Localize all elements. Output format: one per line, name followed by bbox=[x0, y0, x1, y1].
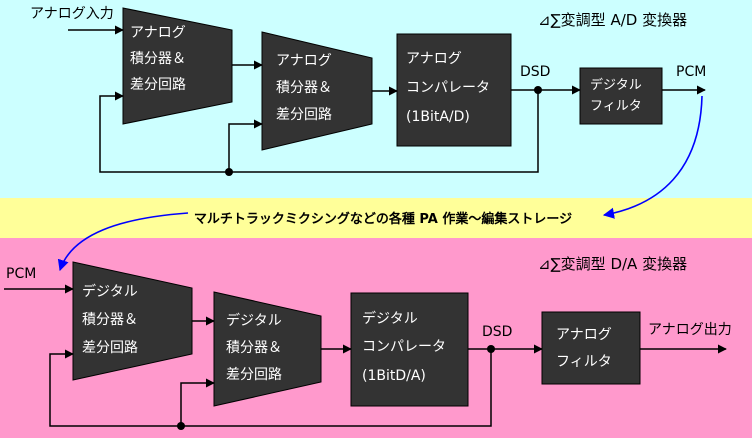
ad-integrator1-line3: 差分回路 bbox=[130, 77, 186, 93]
da-dsd-label: DSD bbox=[482, 324, 512, 340]
ad-feedback-to-int2 bbox=[228, 119, 263, 172]
ad-integrator1-line1: アナログ bbox=[130, 25, 186, 41]
da-filter-block bbox=[541, 311, 641, 385]
ad-integrator2-line3: 差分回路 bbox=[276, 107, 332, 123]
ad-title: ⊿∑変調型 A/D 変換器 bbox=[538, 11, 687, 29]
ad-filter-block bbox=[579, 67, 663, 125]
ad-feedback-junction bbox=[225, 168, 233, 176]
da-title: ⊿∑変調型 D/A 変換器 bbox=[538, 255, 687, 273]
ad-integrator2-block bbox=[261, 31, 373, 151]
ad-dsd-label: DSD bbox=[520, 64, 550, 80]
da-integrator1-line1: デジタル bbox=[82, 283, 138, 300]
ad-integrator1-block bbox=[122, 7, 233, 125]
ad-comparator-line2: コンパレータ bbox=[406, 80, 490, 96]
da-comparator-line1: デジタル bbox=[362, 310, 418, 327]
da-integrator2-line2: 積分器＆ bbox=[226, 340, 282, 356]
da-feedback-loop bbox=[49, 349, 492, 427]
storage-band bbox=[0, 198, 752, 238]
da-output-label: アナログ出力 bbox=[648, 322, 732, 338]
ad-integrator1-line2: 積分器＆ bbox=[130, 51, 186, 67]
da-integrator1-block bbox=[72, 261, 193, 381]
da-integrator1-line2: 積分器＆ bbox=[82, 312, 138, 328]
ad-comparator-line3: (1BitA/D) bbox=[406, 109, 470, 125]
da-integrator2-line3: 差分回路 bbox=[226, 367, 282, 383]
da-feedback-to-int2 bbox=[180, 378, 215, 426]
da-filter-line1: アナログ bbox=[556, 327, 612, 343]
pcm-down-curve bbox=[602, 95, 703, 219]
ad-integrator2-line2: 積分器＆ bbox=[276, 80, 332, 96]
da-filter-line2: フィルタ bbox=[556, 354, 612, 370]
da-feedback-junction bbox=[177, 422, 185, 430]
da-integrator1-line3: 差分回路 bbox=[82, 340, 138, 356]
ad-pcm-label: PCM bbox=[676, 64, 706, 80]
da-comparator-line3: (1BitD/A) bbox=[362, 368, 426, 384]
da-integrator2-line1: デジタル bbox=[226, 312, 282, 329]
da-comparator-block bbox=[350, 292, 469, 407]
ad-feedback-loop bbox=[99, 90, 539, 173]
da-integrator2-block bbox=[213, 291, 322, 407]
ad-input-label: アナログ入力 bbox=[30, 6, 114, 22]
pcm-to-da-curve bbox=[57, 212, 189, 272]
da-pcm-label: PCM bbox=[6, 266, 36, 282]
ad-comparator-line1: アナログ bbox=[406, 51, 462, 67]
ad-filter-line2: フィルタ bbox=[590, 99, 642, 114]
da-comparator-line2: コンパレータ bbox=[362, 339, 446, 355]
ad-comparator-block bbox=[396, 33, 512, 147]
ad-integrator2-line1: アナログ bbox=[276, 53, 332, 69]
storage-band-text: マルチトラックミクシングなどの各種 PA 作業～編集ストレージ bbox=[194, 211, 572, 227]
ad-filter-line1: デジタル bbox=[590, 77, 642, 93]
